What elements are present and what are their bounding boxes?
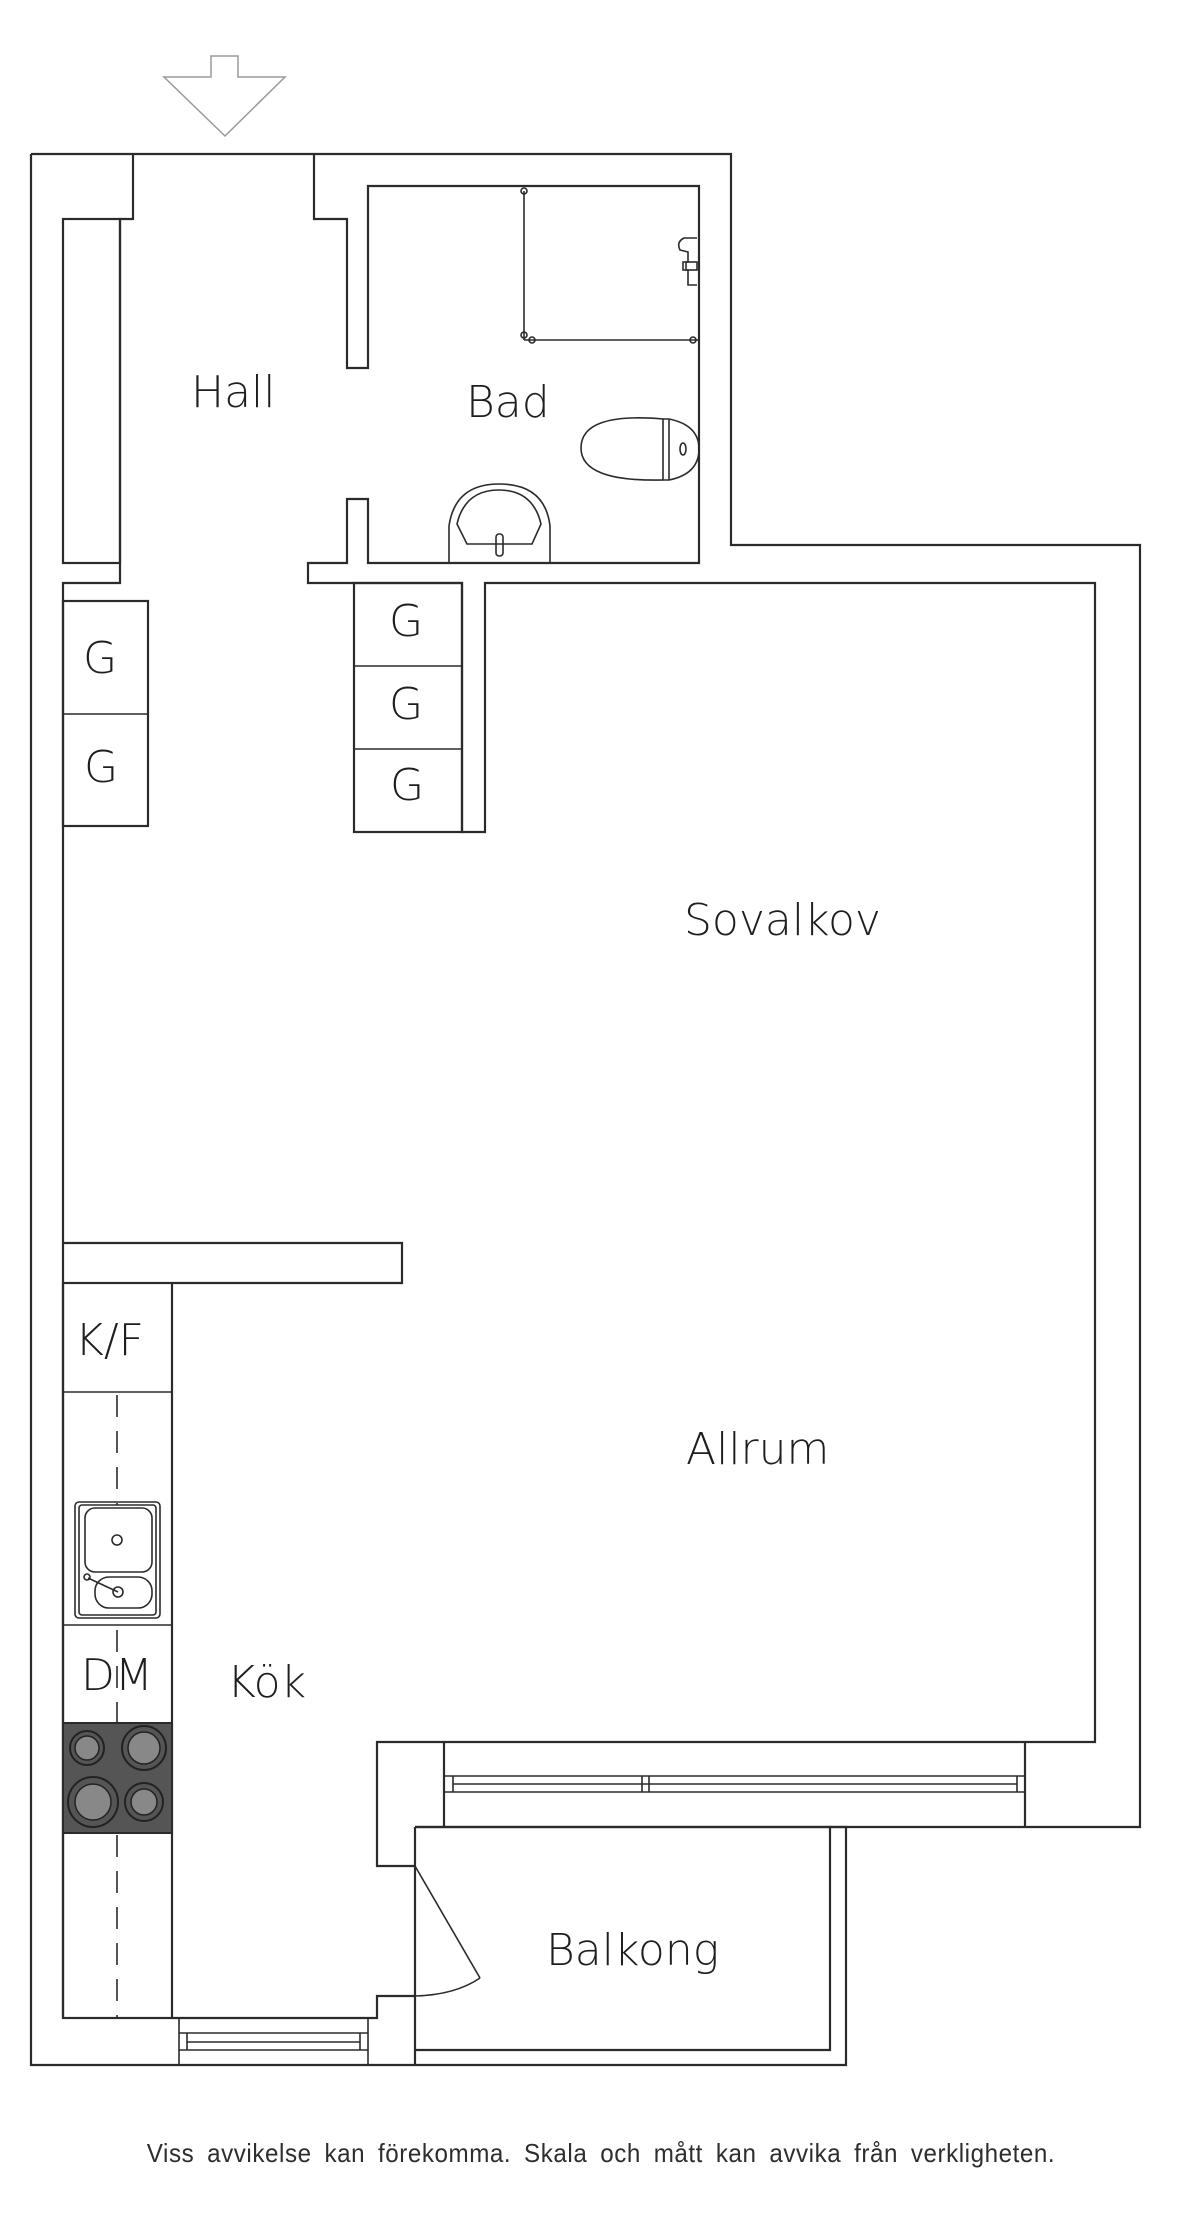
kitchen-window [172,1994,415,2065]
kitchen-sink-icon [74,1501,161,1619]
fridge-freezer-label: K/F [75,1315,144,1366]
shower-faucet-icon [677,237,698,286]
wardrobe-label: G [84,742,118,793]
wardrobe-label: G [389,596,423,647]
stove-icon [62,1722,173,1834]
balcony-door [413,1827,481,2065]
toilet-icon [580,417,700,481]
wardrobe-label: G [390,760,424,811]
wardrobe-label: G [389,679,423,730]
partition-wall [63,1241,404,1285]
shower [520,187,699,344]
hall-walls [61,154,1097,2018]
room-label-allrum: Allrum [686,1424,829,1475]
kitchen-counter [61,1281,174,2020]
entrance-arrow-icon [162,55,287,138]
room-label-bad: Bad [466,377,550,428]
wardrobe-label: G [83,633,117,684]
wardrobe-left [61,599,150,828]
living-room-window [415,1742,1027,1829]
wardrobe-right [352,581,464,834]
room-label-hall: Hall [191,367,276,418]
outer-walls [29,152,1142,2067]
washbasin-icon [448,483,551,563]
room-label-kok: Kök [227,1657,306,1708]
dishwasher-label: DM [81,1650,153,1701]
disclaimer-text: Viss avvikelse kan förekomma. Skala och … [146,2138,1056,2168]
room-label-balkong: Balkong [546,1925,719,1976]
room-label-sovalkov: Sovalkov [684,895,881,946]
balcony-outline [415,1825,832,2052]
